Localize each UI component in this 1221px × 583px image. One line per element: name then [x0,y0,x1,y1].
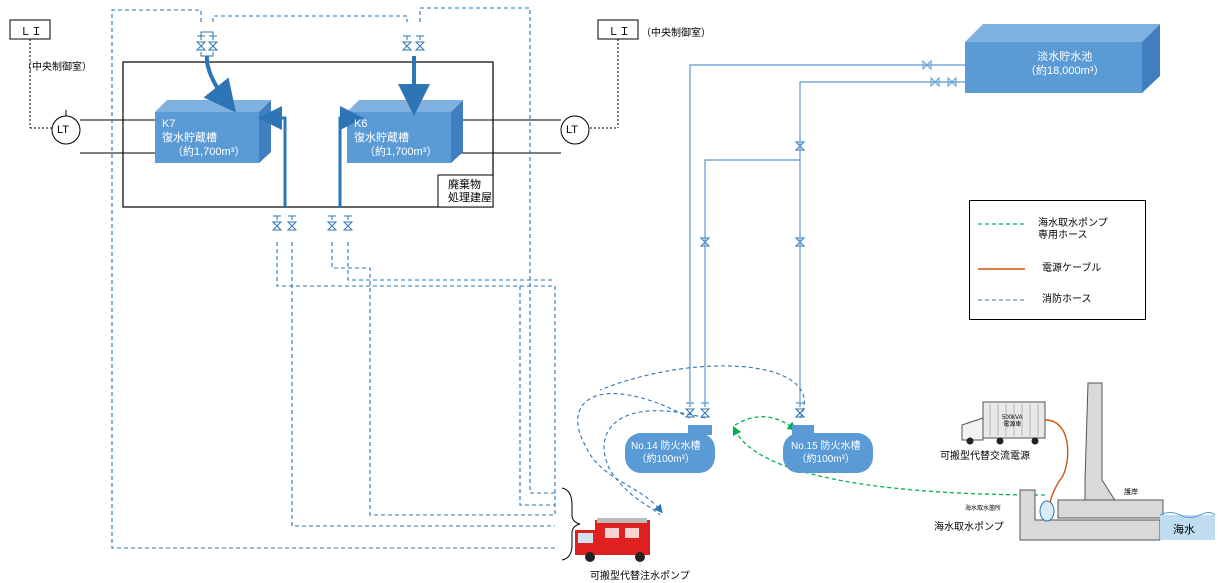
legend-fire-hose: 消防ホース [1042,294,1092,305]
waste-building-box [437,174,494,208]
fire-tank-15-label: No.15 防火水槽 （約100m³） [791,441,861,465]
fire-tank-15 [783,425,873,473]
central-control-label-left: （中央制御室） [22,62,92,73]
valve-icon [195,41,207,51]
lt-label-right: LT [566,124,579,136]
seawall-structure [1019,382,1216,541]
seawater-hose [732,416,1046,496]
fire-hose-lines [111,7,556,549]
handle-icon [328,215,336,220]
valve-icon [207,41,219,51]
legend-power-cable: 電源ケーブル [1042,263,1102,274]
handle-icon [209,35,217,40]
legend: 海水取水ポンプ 専用ホース 電源ケーブル 消防ホース [969,200,1146,320]
handle-icon [197,35,205,40]
valve-icon [342,221,354,231]
lt-circle-right [560,115,590,145]
lt-label-left: LT [57,124,70,136]
seawater-pump-label: 海水取水ポンプ [934,522,1004,533]
power-truck [961,401,1046,445]
seawater-label: 海水 [1173,524,1195,536]
brace [561,487,581,561]
handle-icon [344,215,352,220]
tank-k6 [347,100,463,163]
central-control-label-right: （中央制御室） [641,28,711,39]
seawall-label: 護岸 [1124,489,1138,496]
valve-icon [930,76,940,88]
legend-seawater-hose: 海水取水ポンプ 専用ホース [1038,218,1108,241]
portable-power-label: 可搬型代替交流電源 [940,451,1030,462]
tank-k6-label: K6 復水貯蔵槽 （約1,700m³） [354,118,438,158]
li-label-left: ＬＩ [20,26,42,38]
power-cable [1044,419,1069,506]
valve-icon [684,408,696,418]
freshwater-pond [965,24,1160,93]
valve-icon [271,221,283,231]
valve-icon [922,59,932,71]
valve-icon [326,221,338,231]
valve-icon [401,41,413,51]
fire-tank-hoses [577,365,805,516]
valve-icon [414,41,426,51]
reactor-building-outline [122,61,494,208]
fire-truck [575,518,650,562]
waste-building-label: 廃棄物 処理建屋 [448,179,492,204]
valve-icon [286,221,298,231]
li-label-right: ＬＩ [608,26,630,38]
tank-k7 [155,100,271,163]
handle-icon [403,35,411,40]
fire-tank-14 [625,425,715,473]
valve-icon [947,76,957,88]
power-truck-label: 500kVA 電源車 [1002,415,1023,428]
valve-icon [794,237,806,247]
fire-pump-label: 可搬型代替注水ポンプ [590,571,690,582]
handle-icon [288,215,296,220]
freshwater-pond-label: 淡水貯水池 （約18,000m³） [1025,51,1105,77]
freshwater-pipes [689,64,965,405]
valve-icon [699,408,711,418]
intake-location-label: 海水取水箇所 [965,506,1002,512]
valve-icon [794,141,806,151]
fire-tank-14-label: No.14 防火水槽 （約100m³） [631,441,701,465]
handle-icon [416,35,424,40]
handle-icon [273,215,281,220]
tank-k7-label: K7 復水貯蔵槽 （約1,700m³） [162,118,246,158]
valve-icon [699,237,711,247]
